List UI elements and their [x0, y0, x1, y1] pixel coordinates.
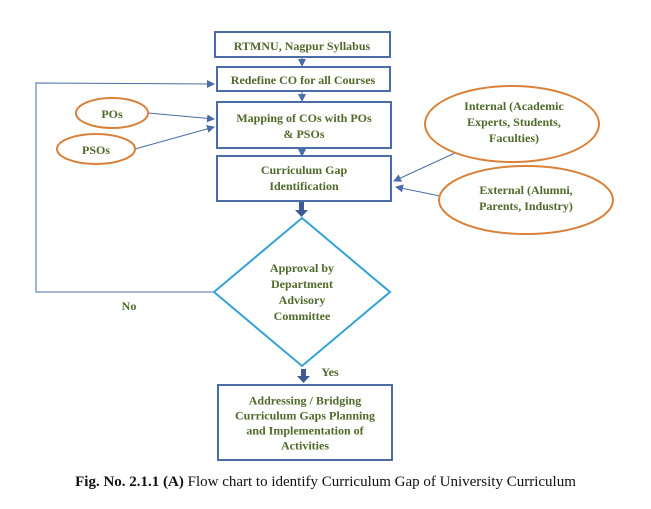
node-psos: [56, 133, 136, 165]
node-redefine: [216, 66, 391, 92]
text-line: Mapping of COs with POs: [236, 111, 372, 125]
text-line: Advisory: [279, 293, 326, 307]
node-pos: [75, 97, 149, 129]
text-line: Experts, Students,: [467, 115, 561, 129]
edge-internal-gap: [393, 152, 456, 182]
text-line: & PSOs: [283, 127, 324, 141]
text-line: Faculties): [489, 131, 539, 145]
thick-arrow-approval-addressing: [297, 369, 310, 383]
edge-label-no: No: [122, 299, 137, 313]
node-addressing: [217, 384, 393, 461]
node-external: [438, 165, 614, 235]
node-gap: [216, 155, 392, 202]
connectors: [35, 57, 456, 293]
text-mapping: Mapping of COs with POs & PSOs: [236, 111, 372, 141]
text-syllabus: RTMNU, Nagpur Syllabus: [234, 39, 371, 53]
text-line: Activities: [281, 439, 329, 453]
text-external: External (Alumni, Parents, Industry): [479, 183, 573, 213]
text-line: Curriculum Gap: [261, 163, 348, 177]
text-line: and Implementation of: [246, 424, 364, 438]
text-pos: POs: [101, 107, 123, 121]
text-line: PSOs: [82, 143, 110, 157]
text-line: RTMNU, Nagpur Syllabus: [234, 39, 371, 53]
text-line: Curriculum Gaps Planning: [235, 409, 375, 423]
text-line: POs: [101, 107, 123, 121]
text-line: Internal (Academic: [464, 99, 564, 113]
edge-label-yes: Yes: [321, 365, 339, 379]
edge-pos-mapping: [147, 112, 215, 123]
text-line: Identification: [269, 179, 339, 193]
text-line: External (Alumni,: [479, 183, 572, 197]
edge-psos-mapping: [134, 125, 215, 150]
text-line: Parents, Industry): [479, 199, 573, 213]
node-approval: [212, 216, 392, 368]
text-line: Addressing / Bridging: [249, 394, 361, 408]
caption-text: Flow chart to identify Curriculum Gap of…: [183, 474, 576, 490]
node-mapping: [216, 101, 392, 149]
figure-caption: Fig. No. 2.1.1 (A) Flow chart to identif…: [0, 474, 651, 491]
edge-no-loop: [35, 79, 215, 293]
text-psos: PSOs: [82, 143, 110, 157]
node-syllabus: [214, 31, 391, 58]
thick-arrow-gap-approval: [295, 202, 308, 217]
text-line: Department: [271, 277, 333, 291]
edge-external-gap: [395, 184, 441, 197]
text-line: Committee: [274, 309, 331, 323]
text-line: Approval by: [270, 261, 334, 275]
text-redefine: Redefine CO for all Courses: [231, 73, 376, 87]
node-internal: [424, 85, 600, 163]
text-line: Redefine CO for all Courses: [231, 73, 376, 87]
flowchart: RTMNU, Nagpur Syllabus Redefine CO for a…: [35, 31, 614, 461]
caption-label: Fig. No. 2.1.1 (A): [75, 474, 184, 490]
